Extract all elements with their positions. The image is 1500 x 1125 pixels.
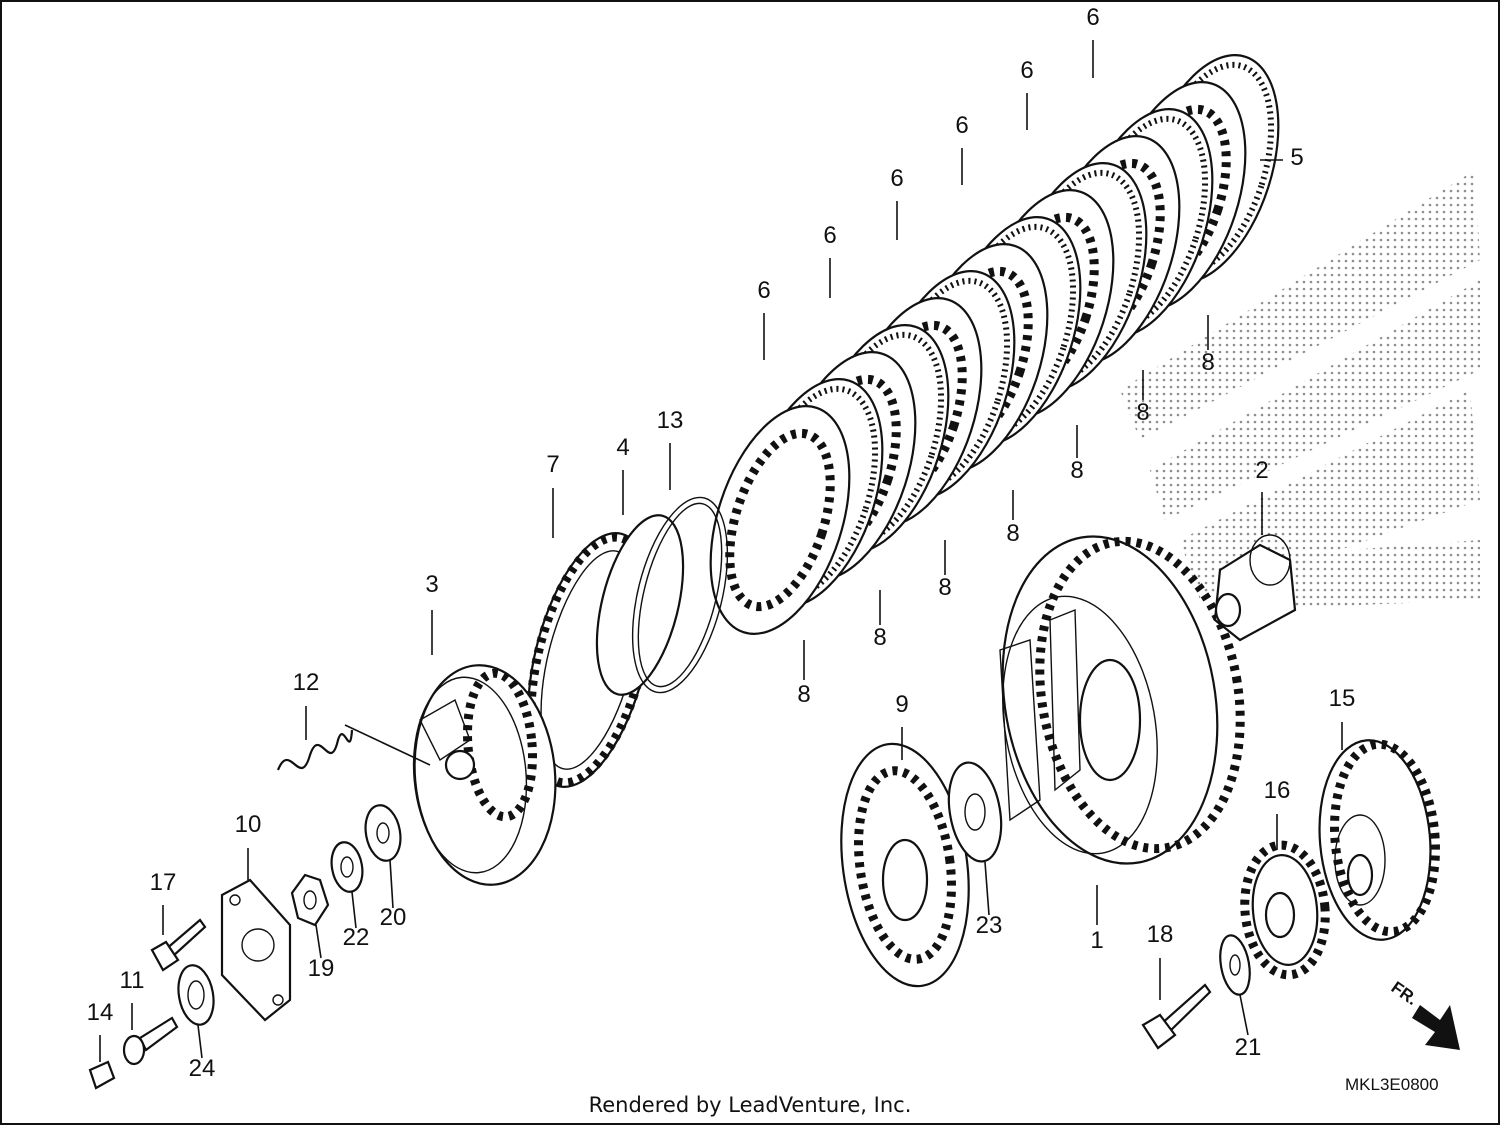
part-callout-p19: 19 xyxy=(308,955,335,982)
part-callout-p18: 18 xyxy=(1147,921,1174,948)
part-callout-p3: 3 xyxy=(425,571,438,598)
friction-lining xyxy=(1011,169,1143,385)
part-callout-p16: 16 xyxy=(1264,777,1291,804)
part-callout-p2: 2 xyxy=(1255,457,1268,484)
part-callout-p23: 23 xyxy=(976,912,1003,939)
lock-nut-part-19 xyxy=(290,873,330,927)
part-callout-p20: 20 xyxy=(380,904,407,931)
friction-lining xyxy=(1077,115,1209,331)
part-callout-p13: 13 xyxy=(657,407,684,434)
part-callout-p6d: 6 xyxy=(890,165,903,192)
lifter-rod-part-11 xyxy=(122,1016,179,1066)
diagram-code: MKL3E0800 xyxy=(1345,1075,1439,1094)
seat-ring-part-13 xyxy=(631,496,729,694)
washer-part-21 xyxy=(1219,934,1251,996)
part-callout-p6b: 6 xyxy=(1020,57,1033,84)
clutch-outer-part-1 xyxy=(999,535,1245,865)
part-callout-p6a: 6 xyxy=(1086,4,1099,31)
plate-inner-teeth xyxy=(857,320,967,504)
part-callout-p6e: 6 xyxy=(823,222,836,249)
plate-inner-teeth xyxy=(725,428,835,612)
part-callout-p9: 9 xyxy=(895,691,908,718)
part-callout-p8a: 8 xyxy=(797,681,810,708)
leader-line-p23 xyxy=(984,861,990,916)
clutch-spring-part-12 xyxy=(276,724,431,771)
part-callout-p11: 11 xyxy=(120,967,145,994)
friction-lining xyxy=(945,223,1077,439)
clutch-center-part-9 xyxy=(840,742,970,988)
friction-lining xyxy=(1143,61,1275,277)
spring-ring-part-4 xyxy=(595,514,685,696)
plate-inner-teeth xyxy=(989,212,1099,396)
part-callout-p15: 15 xyxy=(1329,685,1356,712)
plate-inner-teeth xyxy=(1121,104,1231,288)
part-callout-p24: 24 xyxy=(189,1055,216,1082)
part-callout-p21: 21 xyxy=(1235,1034,1262,1061)
part-callout-p8b: 8 xyxy=(873,624,886,651)
plate-inner-teeth xyxy=(791,374,901,558)
part-callout-p12: 12 xyxy=(293,669,320,696)
part-callout-p10: 10 xyxy=(235,811,262,838)
washer-part-20 xyxy=(364,804,402,862)
part-callout-p17: 17 xyxy=(150,869,177,896)
part-callouts: 1234566666678888888910111213141516171819… xyxy=(87,4,1356,1082)
part-callout-p4: 4 xyxy=(616,434,629,461)
lock-washer-part-22 xyxy=(330,841,364,893)
leader-line-p24 xyxy=(197,1024,203,1059)
part-callout-p6c: 6 xyxy=(955,112,968,139)
part-callout-p8e: 8 xyxy=(1070,457,1083,484)
lifter-plate-part-10 xyxy=(220,878,292,1022)
friction-lining xyxy=(813,331,945,547)
part-callout-p14: 14 xyxy=(87,999,114,1026)
pulser-rotor-part-16 xyxy=(1240,840,1330,980)
friction-lining xyxy=(879,277,1011,493)
part-callout-p6f: 6 xyxy=(757,277,770,304)
plate-inner-teeth xyxy=(1055,158,1165,342)
dowel-pin-part-14 xyxy=(88,1060,116,1090)
clutch-plate-stack xyxy=(709,54,1280,635)
part-callout-p8c: 8 xyxy=(938,574,951,601)
bearing-part-24 xyxy=(177,964,215,1026)
footer-credit: Rendered by LeadVenture, Inc. xyxy=(588,1093,912,1117)
plain-plate xyxy=(709,405,851,635)
leader-line-p21 xyxy=(1239,994,1249,1036)
part-callout-p8f: 8 xyxy=(1136,399,1149,426)
leader-line-p19 xyxy=(315,924,322,959)
bolt-part-18 xyxy=(1141,983,1212,1050)
leader-line-p20 xyxy=(389,859,394,909)
part-callout-p8g: 8 xyxy=(1201,349,1214,376)
pressure-plate-part-3 xyxy=(412,664,557,886)
part-callout-p7: 7 xyxy=(546,451,559,478)
bolt-part-17 xyxy=(150,918,207,972)
friction-lining xyxy=(747,385,879,601)
thrust-washer-part-23 xyxy=(947,761,1003,863)
plate-inner-teeth xyxy=(923,266,1033,450)
part-callout-p22: 22 xyxy=(343,924,370,951)
part-callout-p8d: 8 xyxy=(1006,520,1019,547)
primary-drive-gear-part-15 xyxy=(1318,739,1440,941)
collar-part-2 xyxy=(1213,534,1297,642)
leader-line-p22 xyxy=(351,891,357,929)
part-callout-p5: 5 xyxy=(1290,144,1303,171)
part-callout-p1: 1 xyxy=(1090,927,1103,954)
